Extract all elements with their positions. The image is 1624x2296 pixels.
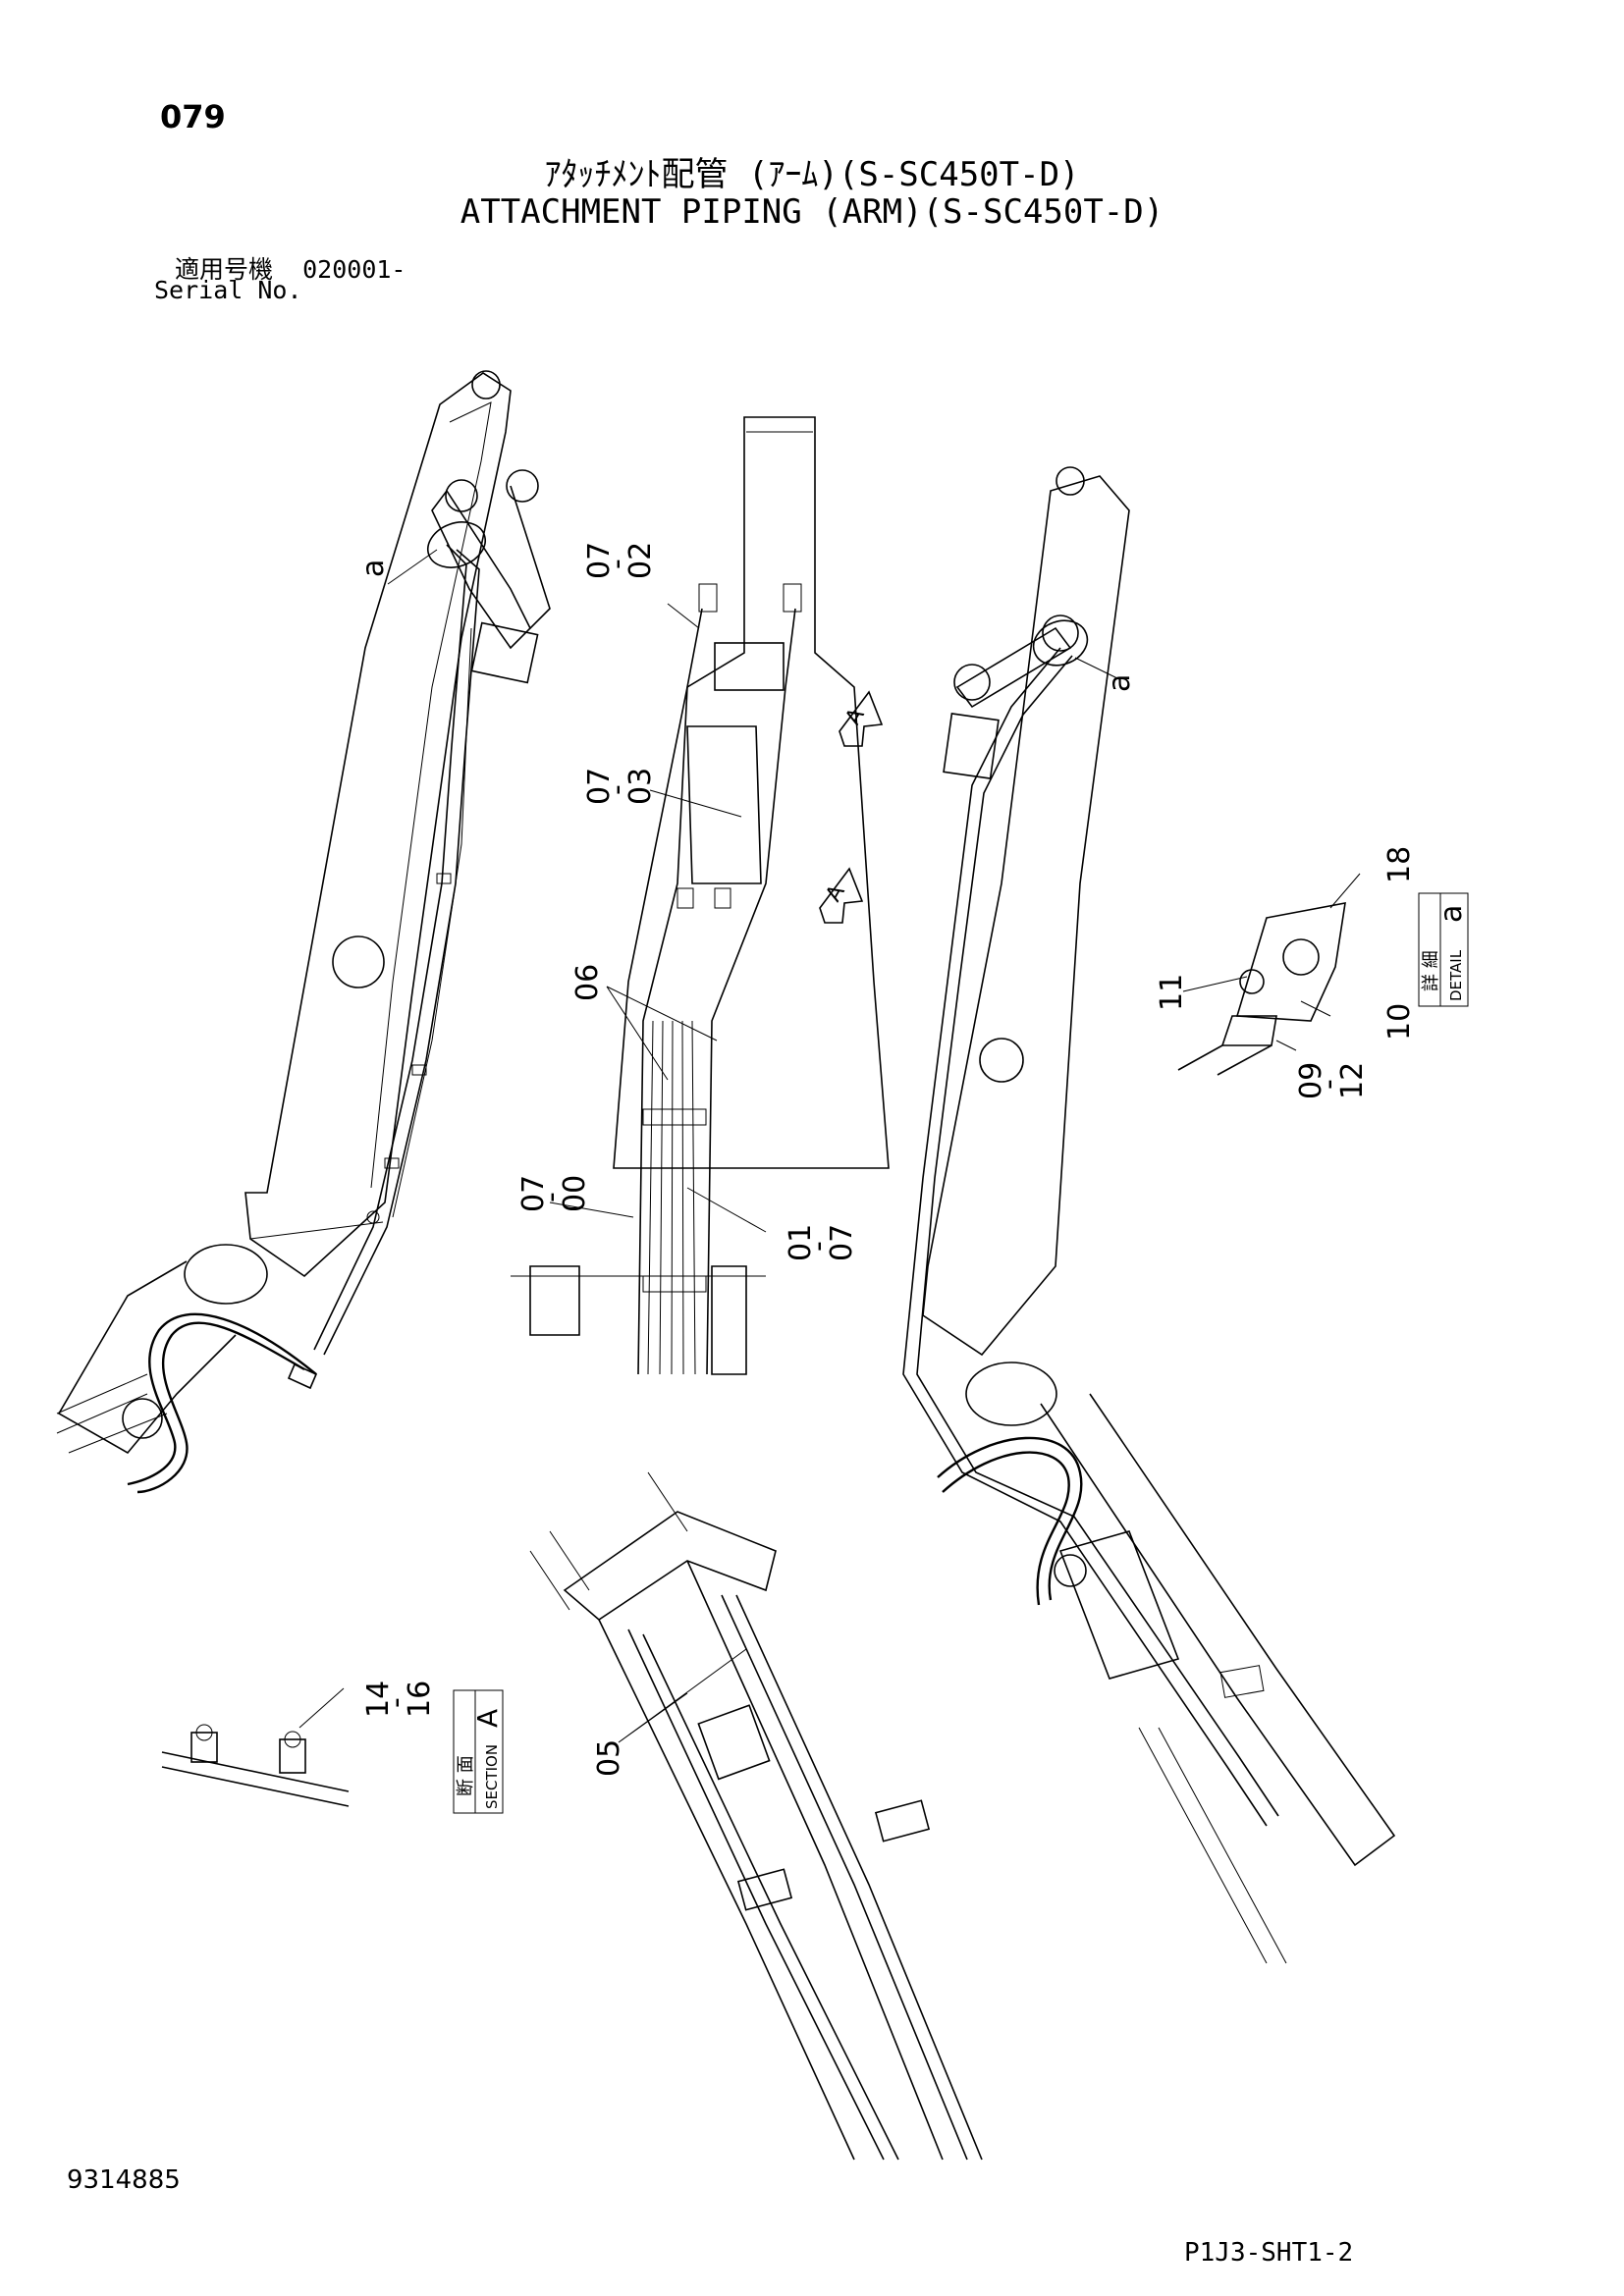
callout-07-03: 07-03 — [582, 768, 658, 805]
title-japanese: ｱﾀｯﾁﾒﾝﾄ配管 (ｱｰﾑ)(S-SC450T-D) — [544, 155, 1080, 194]
callout-01-07: 01-07 — [784, 1224, 859, 1261]
section-letter: A — [471, 1709, 504, 1728]
lower-pipe-routing-view — [529, 1471, 983, 2161]
right-arm-view — [902, 466, 1396, 1964]
serial-value: 020001- — [302, 255, 406, 284]
serial-label-japanese: 適用号機 — [175, 255, 274, 284]
detail-a-box: 詳 細 DETAIL a — [1418, 892, 1469, 1007]
callout-05: 05 — [592, 1739, 626, 1777]
leader-lines — [298, 549, 1361, 1743]
detail-a-view — [1177, 902, 1346, 1076]
page-number: 079 — [160, 98, 226, 135]
detail-letter: a — [1435, 905, 1469, 923]
callout-07-00: 07-00 — [516, 1175, 592, 1212]
callout-10: 10 — [1382, 1003, 1417, 1041]
callout-06: 06 — [570, 964, 605, 1001]
section-a-box: 断 面 SECTION A — [453, 1689, 504, 1814]
callout-07-02: 07-02 — [582, 542, 658, 579]
callout-a-left: a — [356, 560, 391, 577]
section-label-japanese: 断 面 — [456, 1755, 476, 1796]
callout-a-right: a — [1103, 674, 1137, 692]
callout-14-16: 14-16 — [361, 1681, 437, 1718]
section-a-view — [161, 1724, 350, 1807]
serial-label-english: Serial No. — [154, 276, 302, 304]
title-english: ATTACHMENT PIPING (ARM)(S-SC450T-D) — [460, 192, 1164, 232]
detail-label-japanese: 詳 細 — [1421, 950, 1441, 991]
callout-11: 11 — [1155, 974, 1189, 1011]
document-number: 9314885 — [67, 2165, 181, 2195]
callout-18: 18 — [1382, 846, 1417, 883]
section-label-english: SECTION — [483, 1744, 501, 1809]
center-arm-top-view — [511, 416, 890, 1375]
left-arm-view — [56, 370, 551, 1494]
detail-label-english: DETAIL — [1447, 949, 1465, 1001]
serial-applicability: 適用号機 020001- — [175, 250, 406, 286]
view-arrow-a-upper: A — [839, 690, 884, 747]
view-arrow-a-lower: A — [819, 867, 864, 924]
callout-09-12: 09-12 — [1294, 1062, 1370, 1099]
sheet-id: P1J3-SHT1-2 — [1184, 2238, 1354, 2268]
